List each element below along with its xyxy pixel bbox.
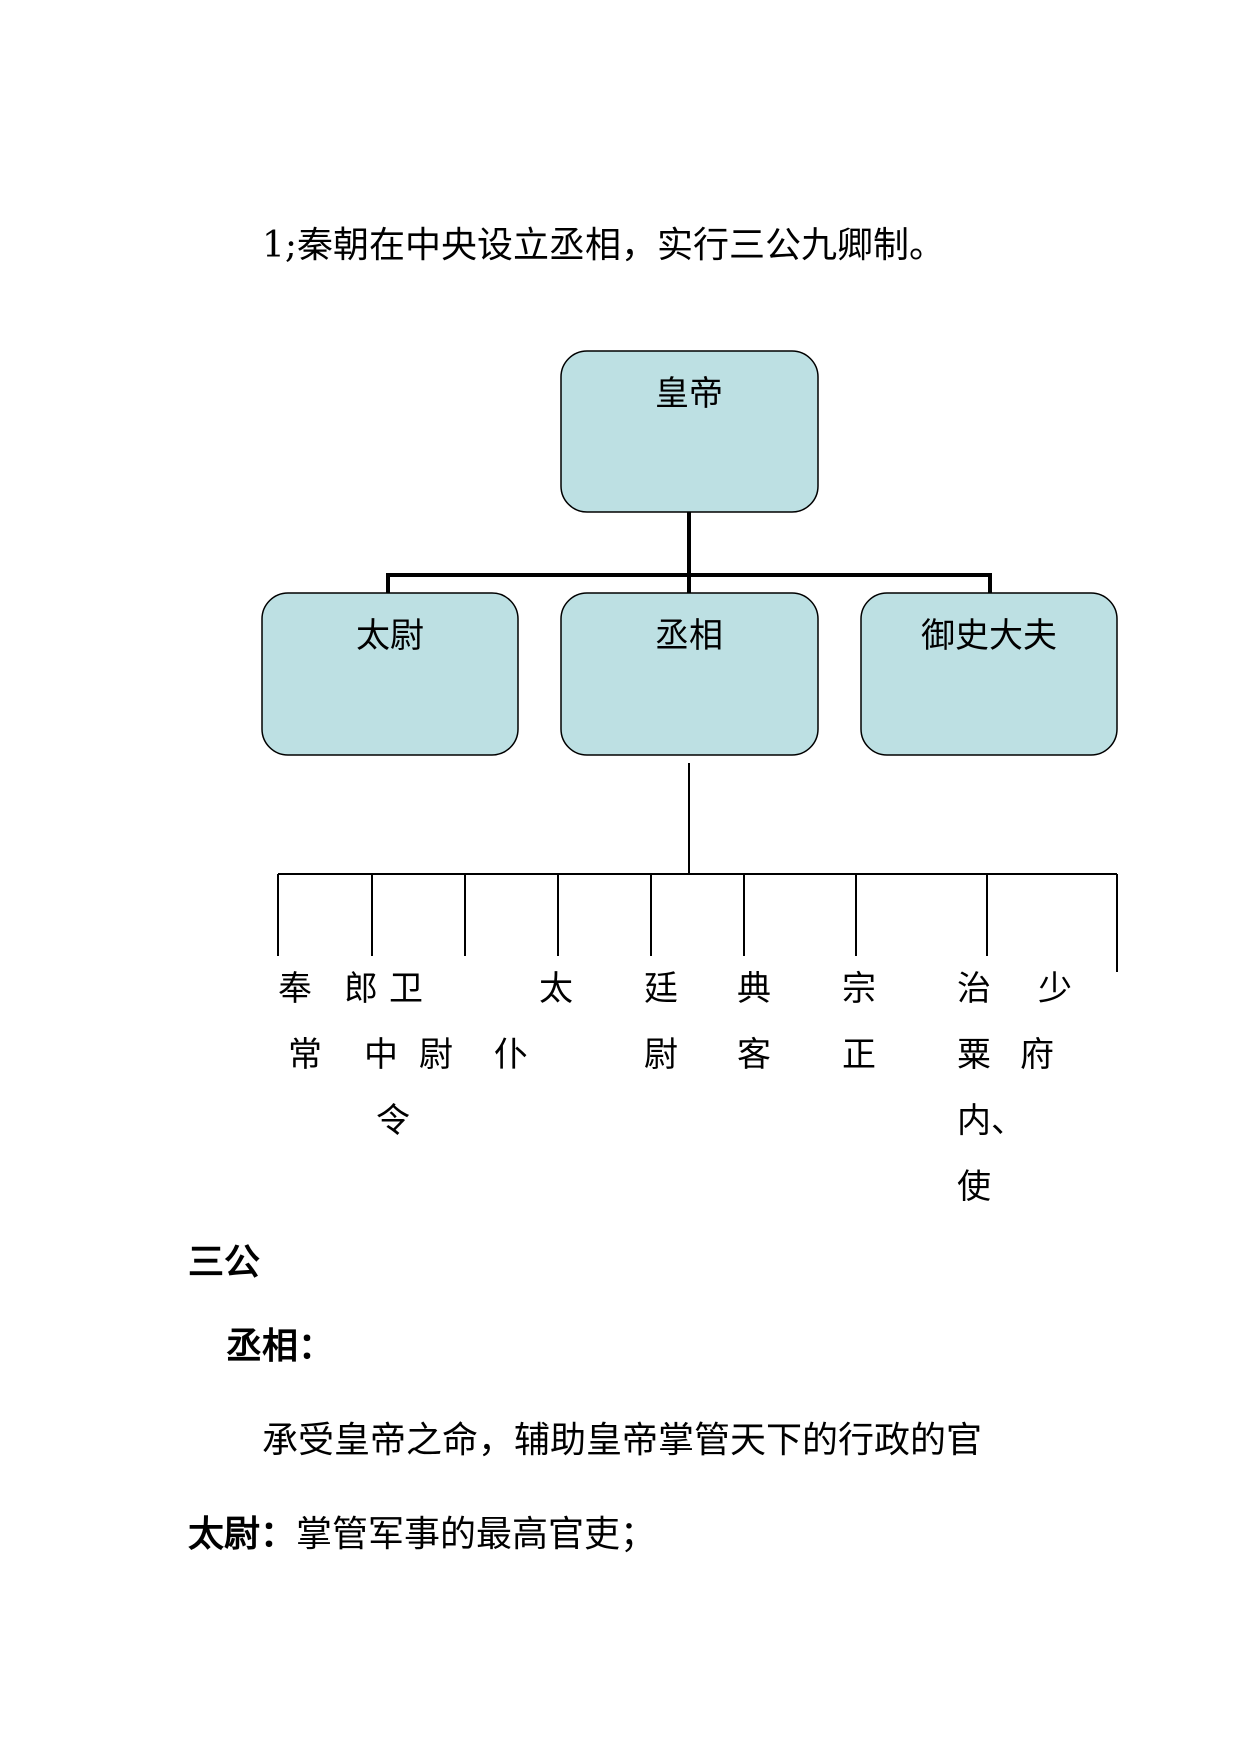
node-chancellor: 丞相 [560, 592, 819, 756]
minister-dianke: 典 客 [737, 969, 771, 1075]
minister-tai: 太 [539, 969, 573, 1009]
minister-char: 粟 [957, 1035, 991, 1075]
term-desc: 掌管军事的最高官吏； [296, 1514, 657, 1555]
minister-char: 郎 [344, 969, 378, 1009]
minister-char: 仆 [494, 1035, 528, 1075]
node-yushidafu: 御史大夫 [860, 592, 1118, 756]
definition-taiwei: 太尉：掌管军事的最高官吏； [188, 1510, 656, 1559]
minister-char: 治 [957, 969, 991, 1009]
minister-shaofu: 少 府 [1020, 969, 1072, 1075]
node-label: 丞相 [655, 616, 723, 656]
minister-char: 宗 [842, 969, 876, 1009]
minister-char: 太 [539, 969, 573, 1009]
page-heading: 1;秦朝在中央设立丞相，实行三公九卿制。 [262, 225, 946, 266]
node-label: 皇帝 [655, 374, 723, 414]
minister-char: 卫 [389, 969, 423, 1009]
minister-tingwei: 廷 尉 [644, 969, 678, 1075]
minister-char: 常 [288, 1035, 322, 1075]
node-taiwei: 太尉 [261, 592, 519, 756]
term-desc: 承受皇帝之命，辅助皇帝掌管天下的行政的官 [262, 1420, 983, 1461]
definition-chancellor-term: 丞相： [226, 1322, 334, 1371]
minister-zongzheng: 宗 正 [842, 969, 876, 1075]
minister-char: 正 [842, 1035, 876, 1075]
node-box [560, 350, 819, 513]
minister-char: 尉 [644, 1035, 678, 1075]
minister-fengchang: 奉 常 [278, 969, 322, 1075]
node-label: 太尉 [356, 616, 424, 656]
minister-drop-lines [277, 874, 1118, 972]
minister-char: 典 [737, 969, 771, 1009]
ministers: 奉 常 郎 中 令 卫 尉 仆 太 廷 尉 典 客 宗 正 [278, 969, 1072, 1207]
term-label: 丞相： [226, 1325, 335, 1367]
minister-char: 客 [737, 1035, 771, 1075]
section-title: 三公 [188, 1241, 261, 1283]
minister-zhisuneishi: 治 粟 内、 使 [957, 969, 1025, 1207]
definition-chancellor-desc: 承受皇帝之命，辅助皇帝掌管天下的行政的官 [262, 1416, 982, 1465]
minister-char: 府 [1020, 1035, 1054, 1075]
node-box [261, 592, 519, 756]
term-label: 太尉： [188, 1513, 297, 1555]
minister-char: 内、 [957, 1101, 1025, 1141]
minister-char: 奉 [278, 969, 312, 1009]
node-label: 御史大夫 [921, 616, 1057, 656]
minister-char: 廷 [644, 969, 678, 1009]
minister-char: 令 [376, 1101, 410, 1141]
minister-char: 尉 [419, 1035, 453, 1075]
minister-char: 使 [957, 1167, 991, 1207]
node-box [860, 592, 1118, 756]
minister-char: 中 [364, 1035, 398, 1075]
minister-weiwei: 卫 尉 [389, 969, 453, 1075]
org-chart: 皇帝 太尉 丞相 御史大夫 奉 常 郎 中 令 卫 尉 仆 太 [261, 350, 1118, 1207]
node-box [560, 592, 819, 756]
node-emperor: 皇帝 [560, 350, 819, 513]
minister-char: 少 [1038, 969, 1072, 1009]
minister-langzhongling: 郎 中 令 [344, 969, 410, 1141]
minister-pu: 仆 [494, 1035, 528, 1075]
